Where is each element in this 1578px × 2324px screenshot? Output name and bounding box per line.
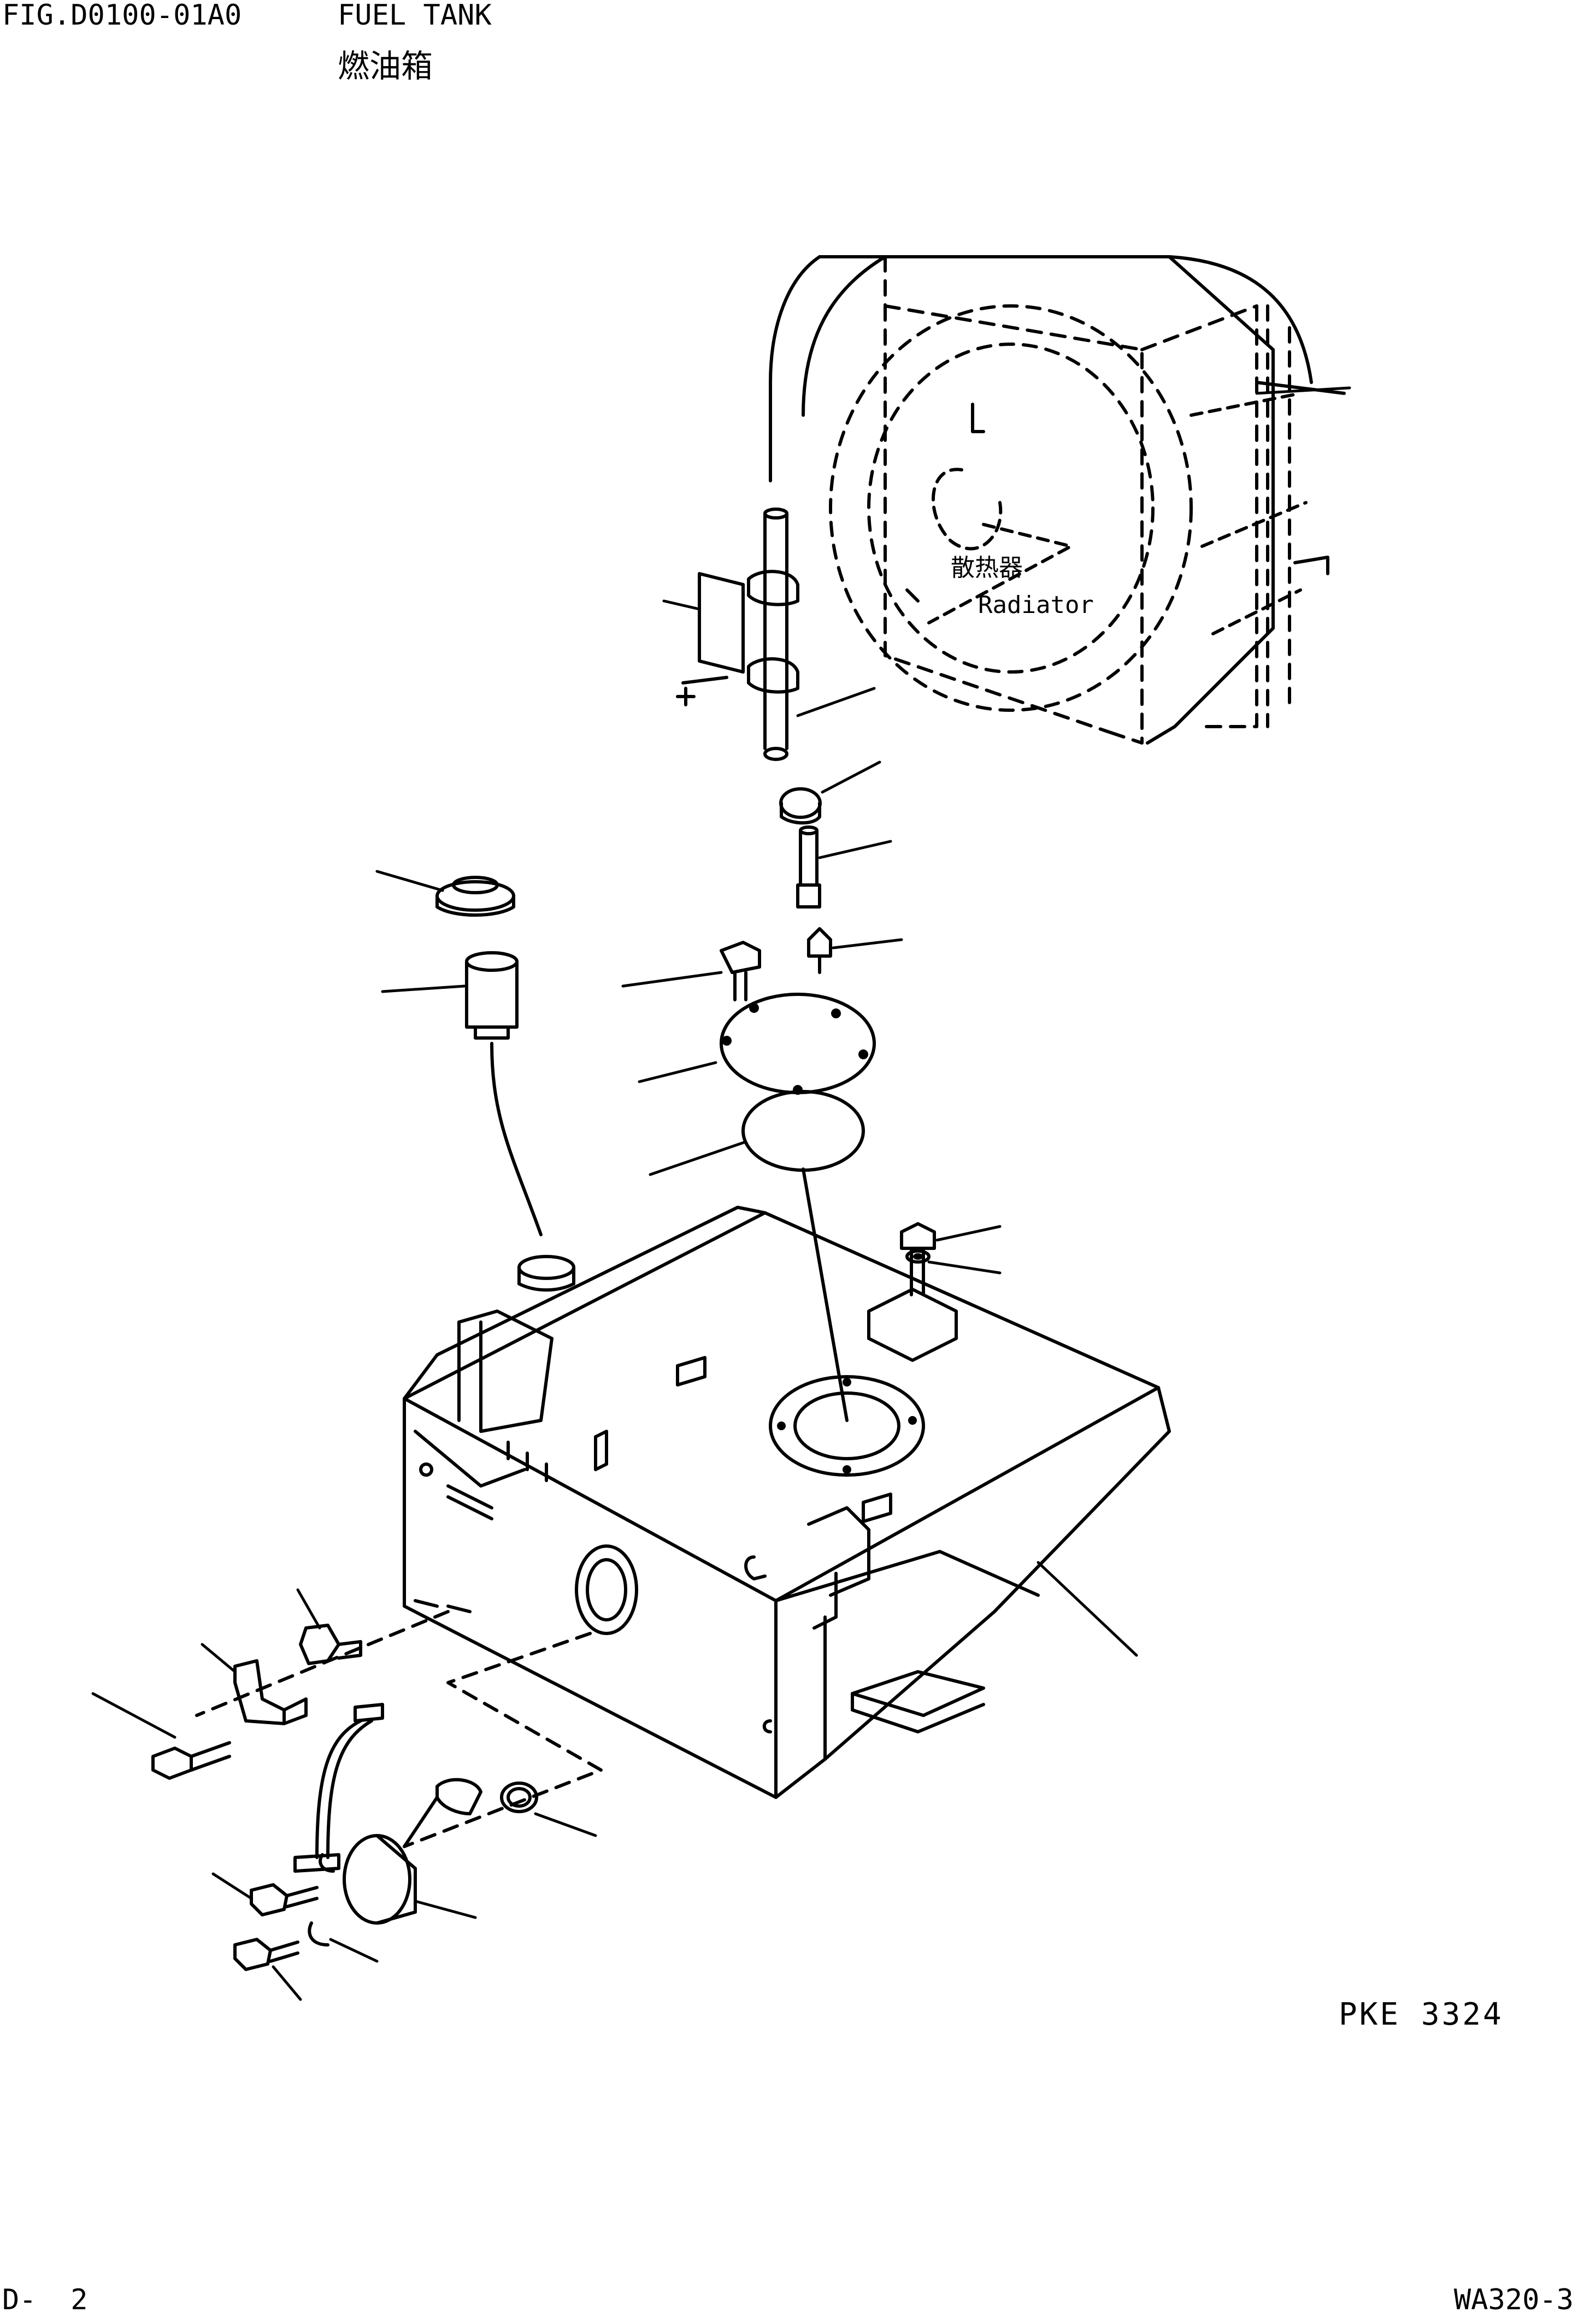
o-ring (500, 1782, 538, 1813)
elbow-fitting (796, 825, 821, 909)
strainer (465, 951, 543, 1236)
page-number: D- 2 (2, 2284, 88, 2316)
filler-cap (435, 876, 515, 917)
assembly-path (195, 1610, 603, 1848)
figure-title-zh: 燃油箱 (338, 48, 433, 85)
drain-bolt (151, 1741, 231, 1780)
connector-bolt (807, 927, 832, 974)
drain-bracket (233, 1659, 308, 1725)
figure-title-en: FUEL TANK (338, 0, 492, 32)
flange-bolt-upper (250, 1883, 319, 1916)
leader-lines (91, 386, 1351, 2001)
radiator-hose (763, 255, 887, 761)
fuel-tank (403, 1206, 1171, 1799)
model-number: WA320-3 (1453, 2284, 1574, 2316)
washer (905, 1249, 931, 1264)
hose-bracket (676, 570, 799, 706)
flange-bolt-lower (233, 1938, 299, 1971)
figure-code: FIG.D0100-01A0 (2, 0, 242, 32)
pipe-clamp (308, 1853, 335, 1947)
drain-flange (343, 1834, 417, 1925)
drain-pipe (293, 1703, 384, 1873)
radiator-label-zh: 散热器 (951, 554, 1023, 582)
stay-bolt (900, 1222, 936, 1296)
pipe-elbow (403, 1778, 482, 1848)
gasket (741, 1090, 865, 1422)
radiator-label-en: Radiator (978, 591, 1094, 619)
hose-clamp (779, 787, 822, 825)
cover-plate (720, 993, 876, 1095)
drawing-number: PKE 3324 (1339, 1997, 1504, 2032)
cover-bolt (720, 941, 761, 1001)
radiator-outline (818, 255, 1346, 745)
drain-valve (299, 1624, 362, 1665)
